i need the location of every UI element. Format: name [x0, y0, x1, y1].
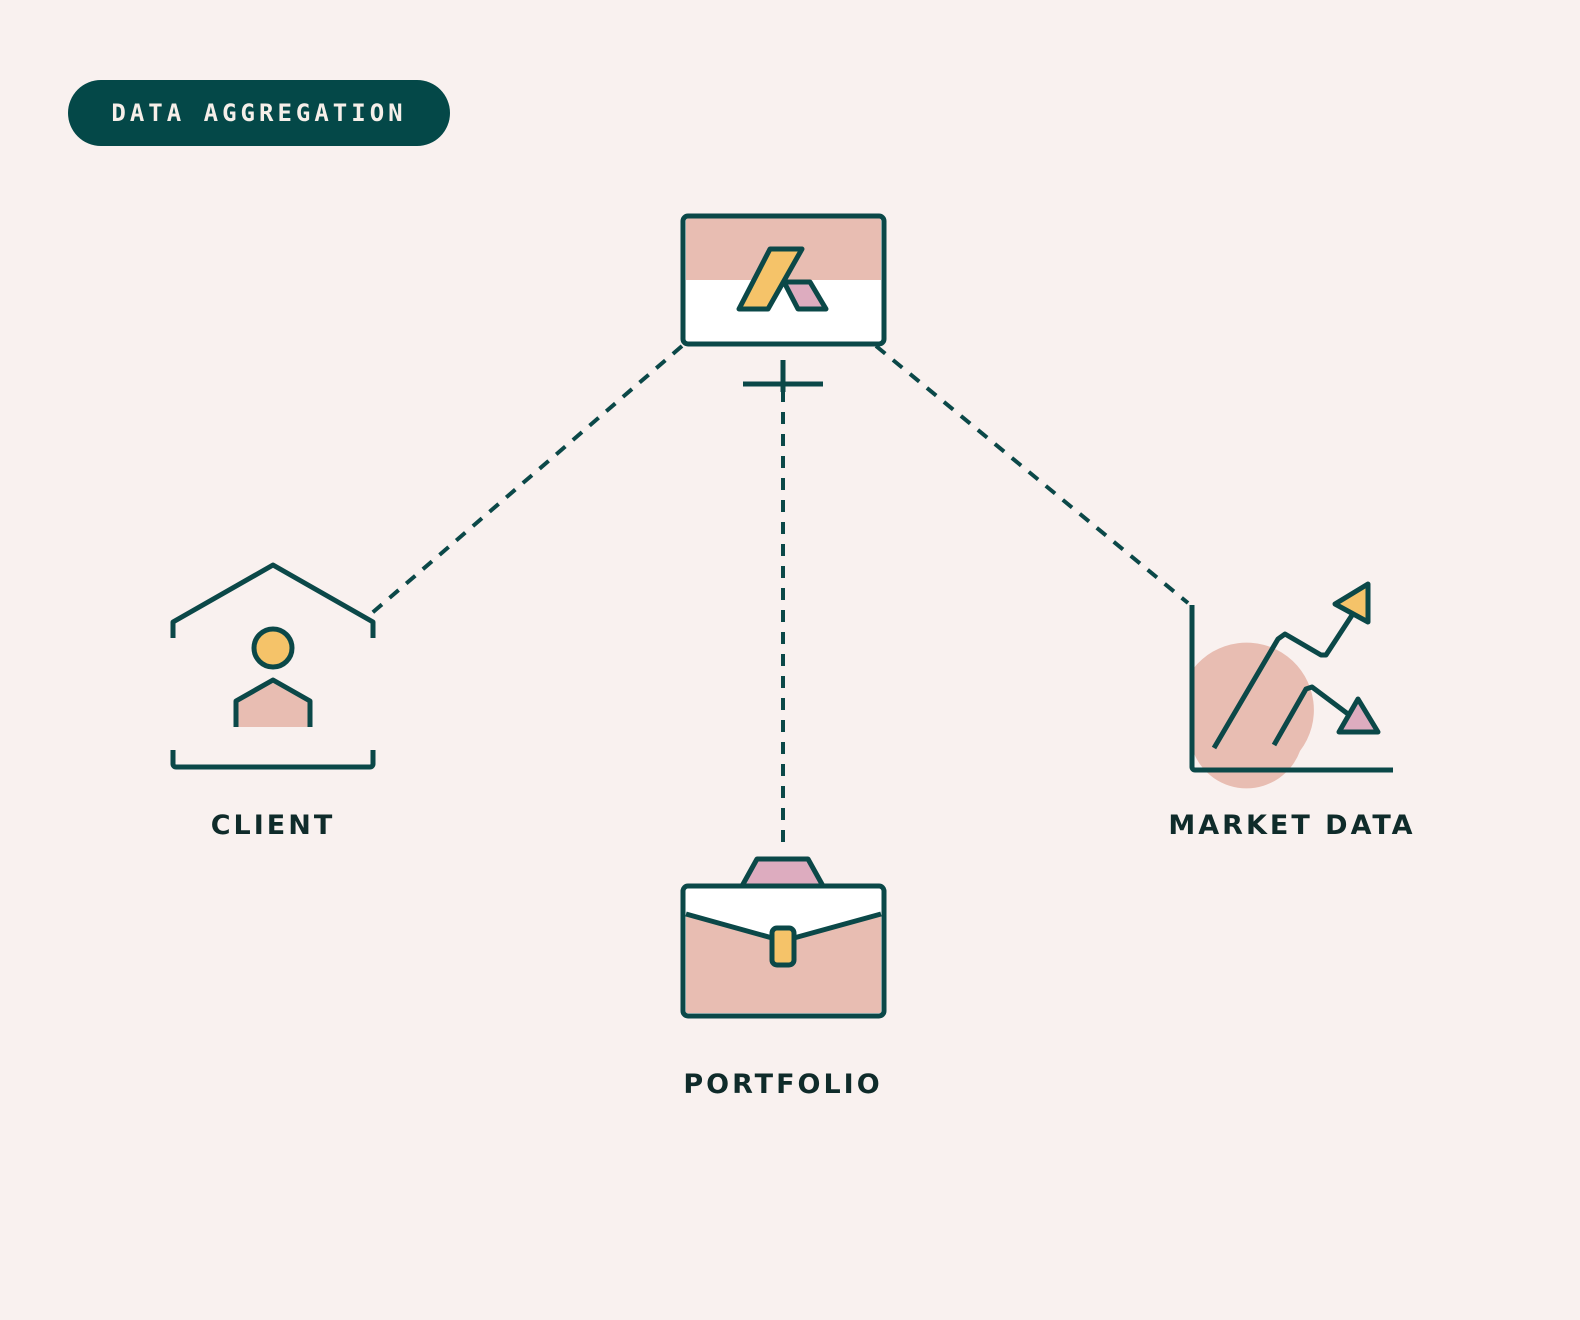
- briefcase-icon: [680, 856, 887, 1019]
- section-badge-label: DATA AGGREGATION: [111, 99, 407, 127]
- connectors: [370, 344, 1190, 852]
- app-logo-window-icon: [680, 213, 887, 347]
- node-label-portfolio: PORTFOLIO: [683, 1069, 883, 1100]
- connector-client: [370, 344, 684, 615]
- person-in-house-icon: [170, 562, 376, 770]
- connector-market: [874, 344, 1190, 605]
- node-label-market-data: MARKET DATA: [1168, 810, 1416, 841]
- node-label-client: CLIENT: [210, 810, 336, 841]
- section-badge: DATA AGGREGATION: [68, 80, 450, 146]
- junction-cross-icon: [743, 360, 823, 392]
- trend-chart-icon: [1189, 581, 1393, 789]
